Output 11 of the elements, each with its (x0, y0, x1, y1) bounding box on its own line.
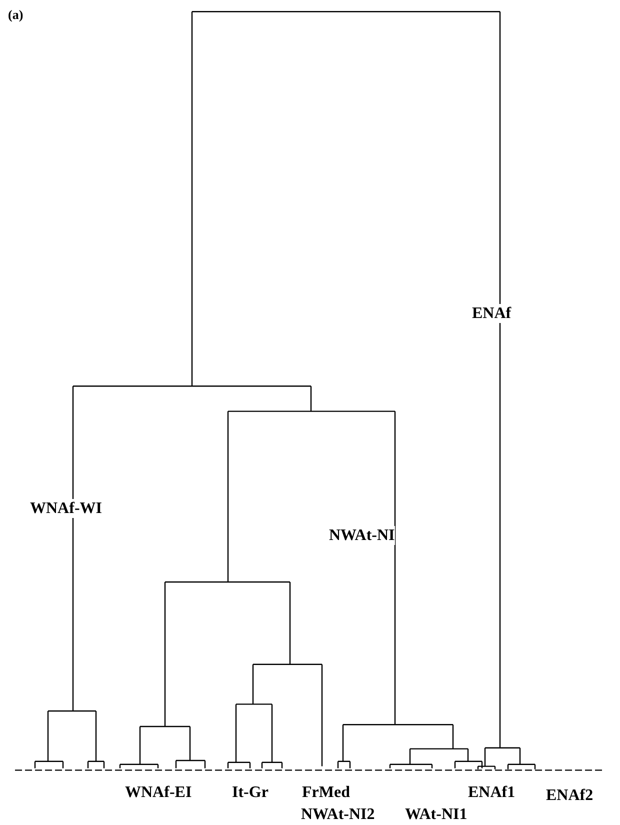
leaf-label: FrMed (302, 783, 350, 802)
cluster-label: WNAf-WI (30, 499, 102, 518)
leaf-label: ENAf2 (546, 786, 594, 805)
leaf-label: WAt-NI1 (405, 805, 468, 824)
panel-label: (a) (8, 6, 24, 24)
leaf-label: NWAt-NI2 (301, 805, 375, 824)
cluster-label: ENAf (472, 304, 512, 323)
leaf-label: It-Gr (232, 783, 268, 802)
leaf-label: WNAf-EI (125, 783, 192, 802)
leaf-label: ENAf1 (468, 783, 516, 802)
cluster-label: NWAt-NI (329, 526, 395, 545)
